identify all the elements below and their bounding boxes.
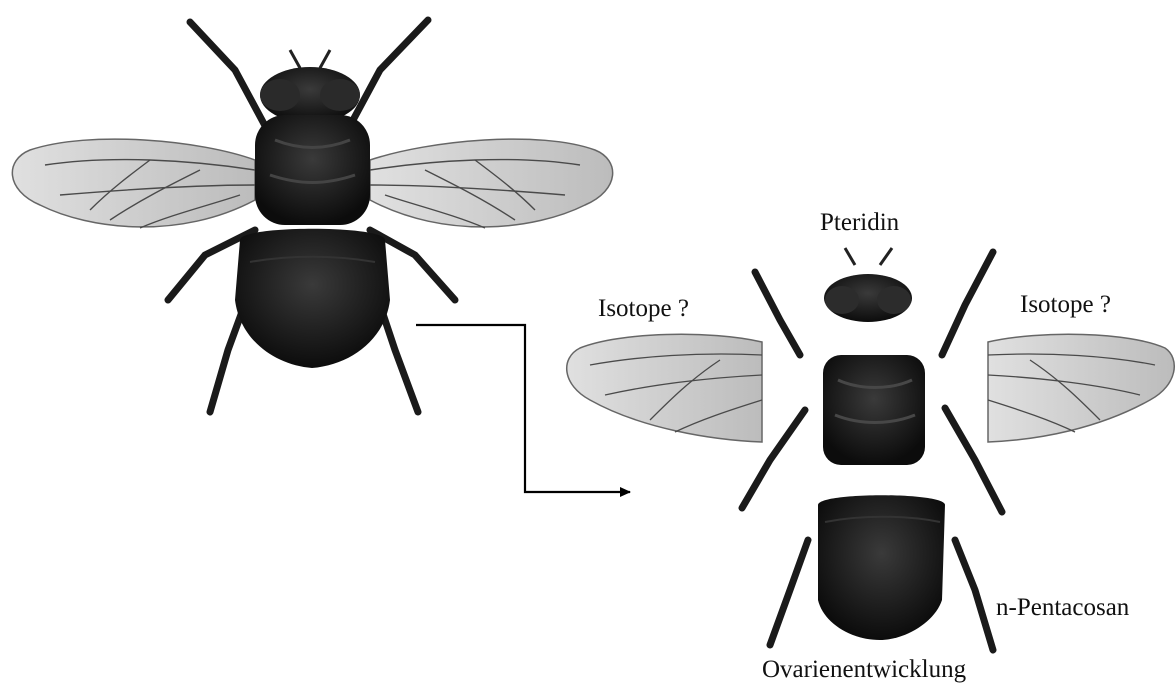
- legs-label: n-Pentacosan: [996, 595, 1129, 620]
- whole-fly-abdomen: [235, 229, 390, 368]
- whole-fly-thorax: [255, 115, 370, 225]
- abdomen-label: Ovarienentwicklung: [762, 657, 966, 682]
- dissected-left-wing: [567, 334, 762, 442]
- head-label: Pteridin: [820, 210, 899, 235]
- whole-fly-left-wing: [12, 139, 255, 228]
- whole-fly-right-wing: [370, 139, 613, 228]
- right-wing-label: Isotope ?: [1020, 292, 1111, 317]
- whole-fly-icon: [12, 20, 612, 412]
- left-wing-label: Isotope ?: [598, 296, 689, 321]
- dissected-thorax: [823, 355, 925, 465]
- dissected-right-wing: [988, 334, 1174, 442]
- dissected-head: [824, 248, 912, 322]
